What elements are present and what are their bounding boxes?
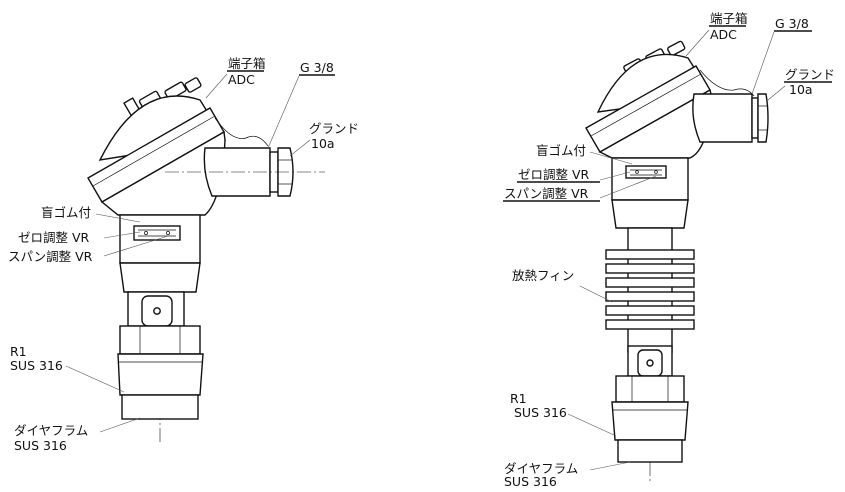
left-r1-fitting	[117, 353, 204, 396]
right-neck-lug	[637, 349, 663, 377]
right-r1-material-label: SUS 316	[514, 405, 567, 420]
left-lid-bump	[184, 77, 202, 93]
right-cooling-fins	[605, 249, 695, 330]
left-diaphragm	[121, 394, 199, 420]
left-neck-hole	[153, 307, 161, 315]
left-head-lid-edge	[92, 115, 216, 187]
left-terminal-material-label: ADC	[228, 72, 255, 87]
cooling-fin	[605, 263, 695, 274]
right-amplifier-housing	[611, 157, 689, 201]
left-side-gland	[165, 147, 325, 197]
right-zero-adjust-label: ゼロ調整 VR	[518, 167, 590, 182]
right-r1-fitting	[611, 401, 689, 441]
right-cooling-fin-label: 放熱フィン	[512, 268, 574, 283]
cooling-fin	[605, 277, 695, 288]
right-hex-nut	[615, 375, 685, 403]
left-span-adjust-label: スパン調整 VR	[8, 249, 93, 264]
left-gland-label: グランド	[309, 121, 359, 136]
left-blind-rubber-label: 盲ゴム付	[41, 205, 91, 220]
left-main-body	[117, 214, 204, 420]
right-thread-label: G 3/8	[775, 16, 809, 31]
right-neck-hole	[646, 359, 654, 367]
left-gland-size-label: 10a	[311, 136, 335, 151]
left-transmitter: 端子箱 ADC G 3/8 グランド 10a 盲ゴム付 ゼロ調整 VR スパン調…	[8, 56, 359, 453]
right-transmitter: 端子箱 ADC G 3/8 グランド 10a 盲ゴム付 ゼロ調整 VR スパン調…	[503, 11, 835, 489]
right-diaphragm	[617, 439, 683, 463]
left-adjust-window	[133, 225, 181, 241]
cooling-fin	[605, 291, 695, 302]
left-diaphragm-material-label: SUS 316	[14, 438, 67, 453]
right-lid-bump	[667, 40, 686, 57]
left-zero-adjust-label: ゼロ調整 VR	[18, 230, 90, 245]
left-r1-material-label: SUS 316	[10, 358, 63, 373]
right-side-gland	[692, 93, 769, 143]
left-neck-lug	[141, 295, 173, 327]
left-diaphragm-label: ダイヤフラム	[14, 423, 88, 438]
right-gland-label: グランド	[785, 67, 835, 82]
right-cable	[699, 69, 755, 97]
right-terminal-head	[585, 40, 755, 159]
right-gland-body	[692, 93, 753, 143]
left-r1-label: R1	[10, 344, 27, 359]
right-diaphragm-material-label: SUS 316	[504, 474, 557, 488]
right-main-body	[605, 157, 695, 463]
right-diaphragm-label: ダイヤフラム	[504, 461, 578, 476]
right-fin-column	[627, 227, 673, 353]
right-blind-rubber-label: 盲ゴム付	[536, 143, 586, 158]
cooling-fin	[605, 249, 695, 260]
left-hex-nut	[119, 325, 201, 355]
left-thread-label: G 3/8	[300, 60, 334, 75]
left-lid-bump	[164, 81, 187, 101]
left-body-lower	[119, 262, 201, 293]
right-adjust-window	[625, 165, 667, 179]
left-terminal-box-label: 端子箱	[228, 56, 266, 71]
right-span-adjust-label: スパン調整 VR	[504, 186, 589, 201]
right-gland-ring	[751, 97, 759, 139]
left-labels: 端子箱 ADC G 3/8 グランド 10a 盲ゴム付 ゼロ調整 VR スパン調…	[8, 56, 359, 453]
right-labels: 端子箱 ADC G 3/8 グランド 10a 盲ゴム付 ゼロ調整 VR スパン調…	[503, 11, 835, 489]
cooling-fin	[605, 305, 695, 316]
right-terminal-box-label: 端子箱	[710, 11, 748, 26]
right-body-lower	[611, 199, 689, 229]
right-r1-label: R1	[510, 391, 527, 406]
cooling-fin	[605, 319, 695, 330]
left-cable	[214, 117, 269, 147]
right-gland-size-label: 10a	[789, 82, 813, 97]
right-gland-nut	[757, 93, 769, 143]
right-terminal-material-label: ADC	[710, 27, 737, 42]
